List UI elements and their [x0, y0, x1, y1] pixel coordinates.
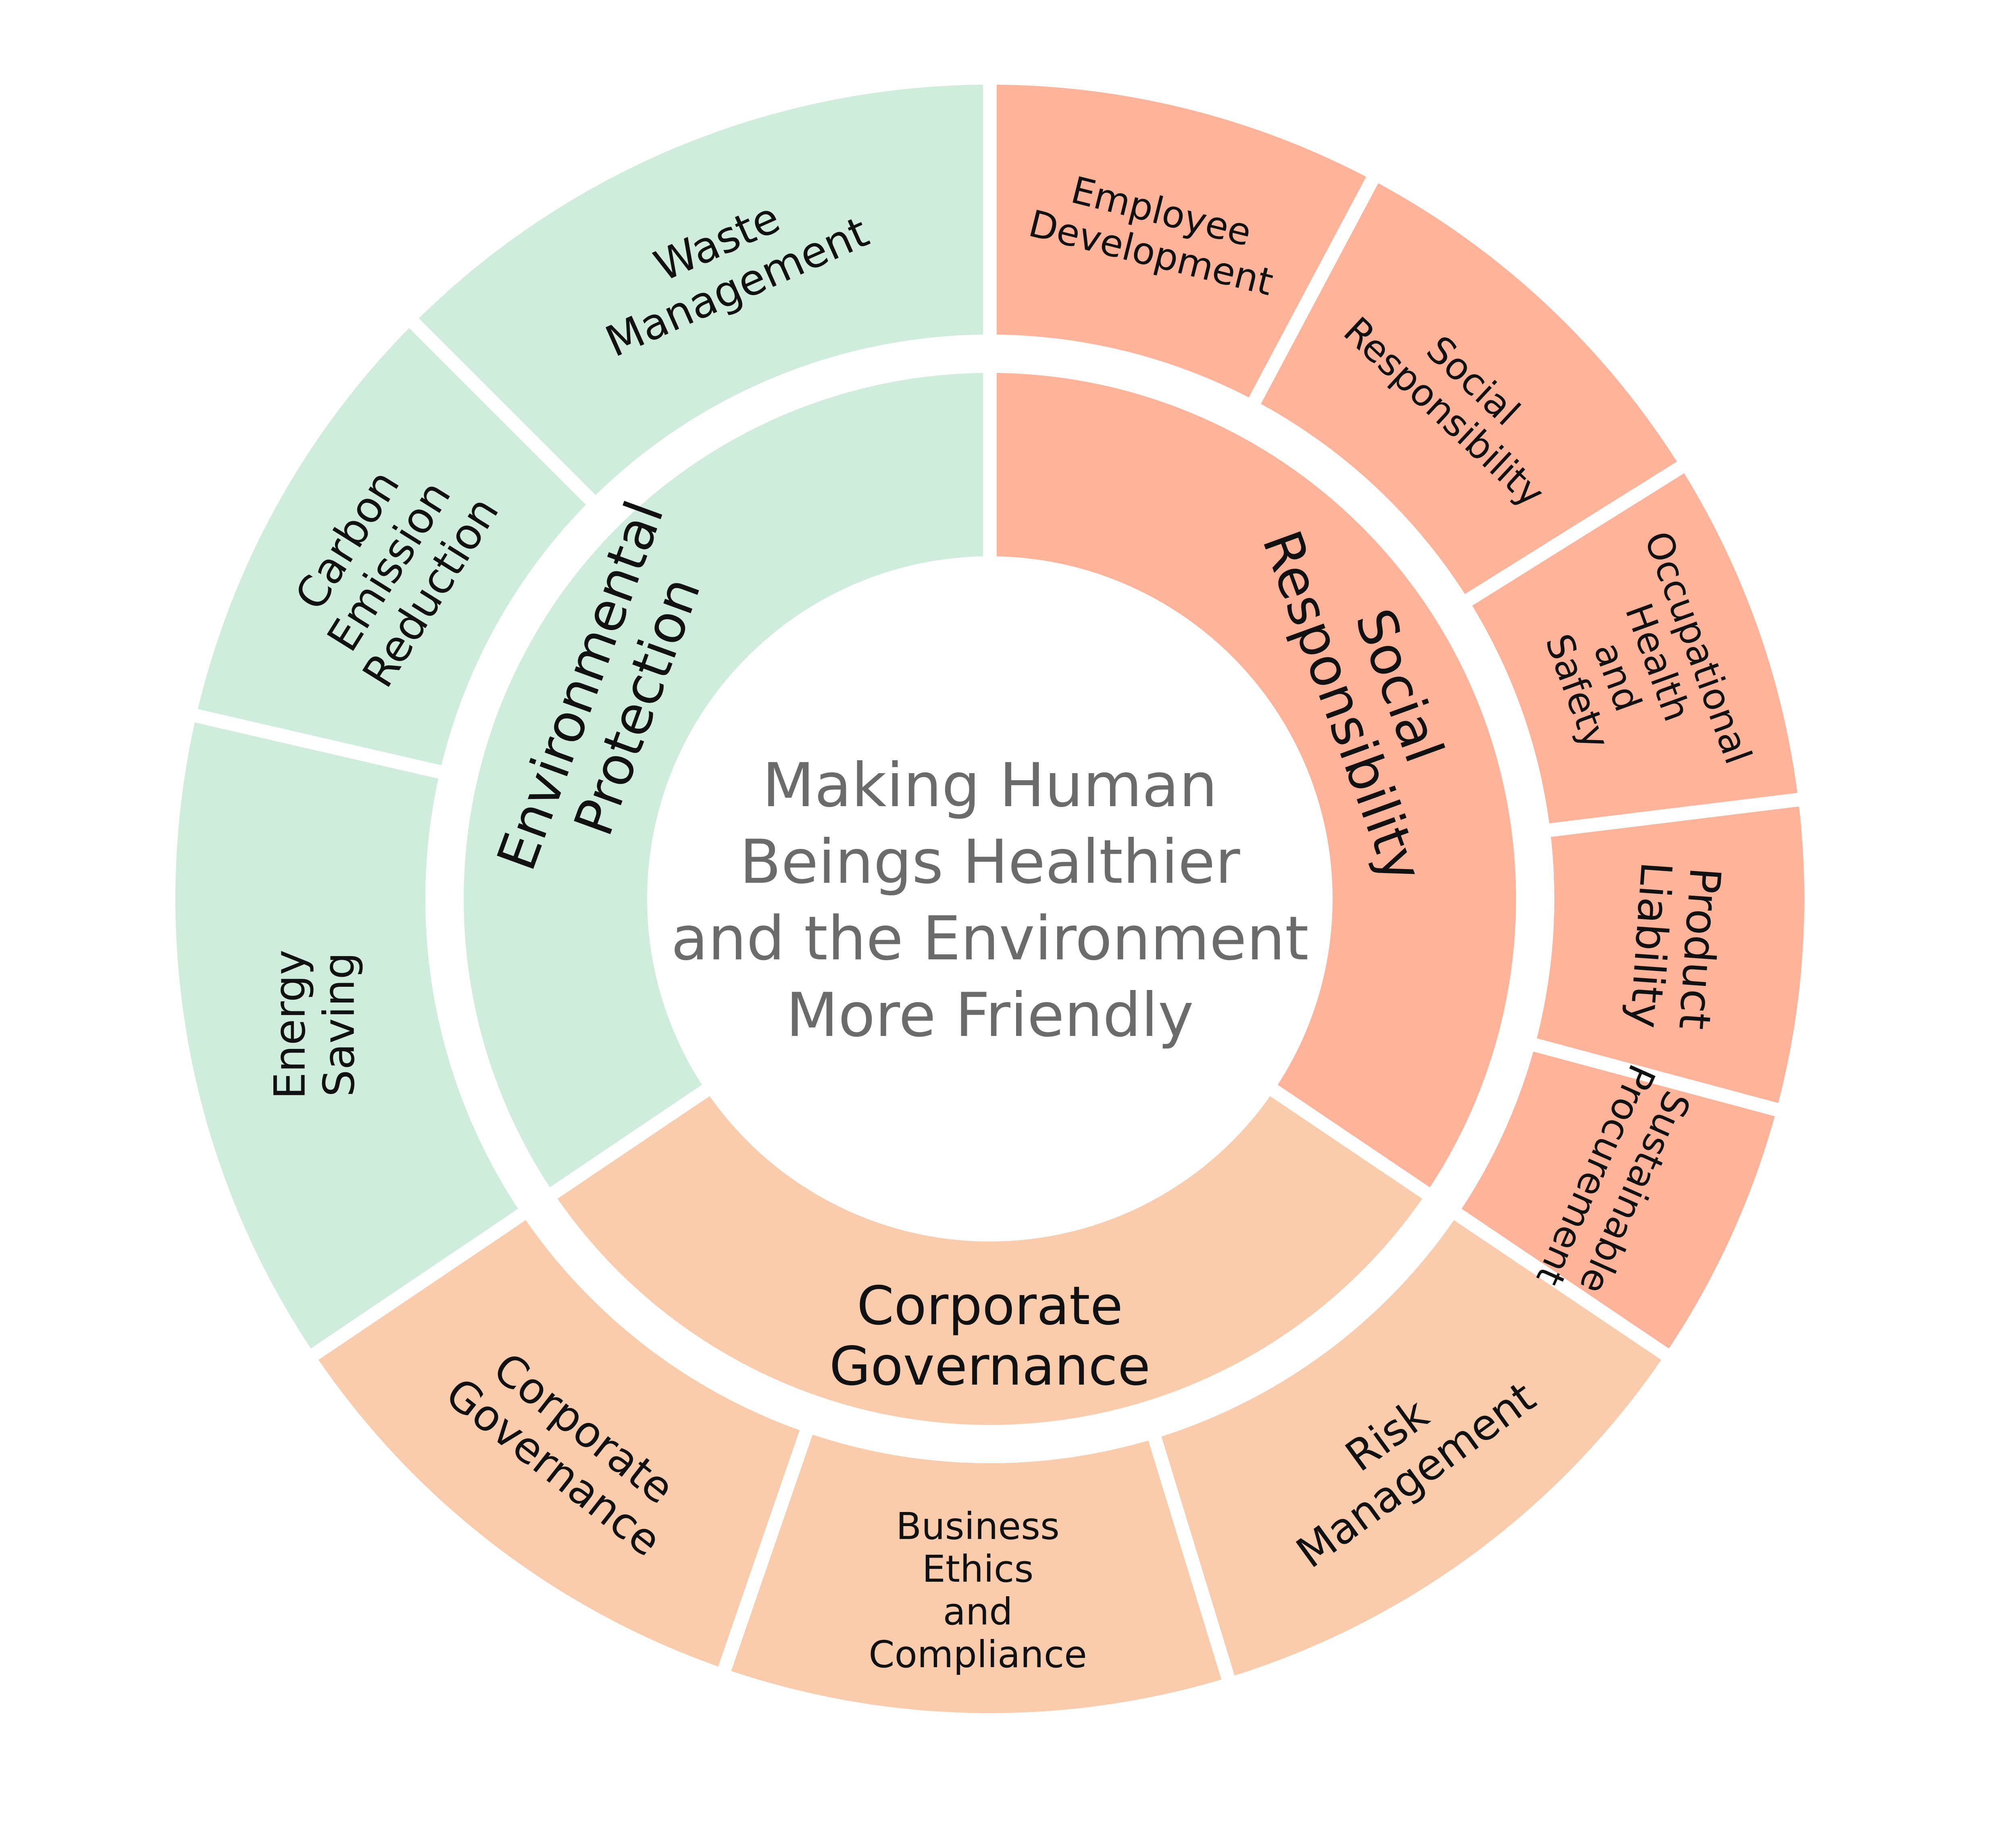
outer-gap-10 [717, 1426, 814, 1675]
outer-segment-governance-2 [314, 1214, 806, 1669]
outer-label-governance-1-line: Compliance [868, 1633, 1087, 1676]
inner-segment-social [990, 373, 1516, 1193]
inner-segment-governance [554, 1090, 1426, 1425]
outer-label-environmental-0-line: Energy [265, 950, 314, 1099]
outer-label-social-3-line: Product [1669, 866, 1730, 1031]
outer-gap-6 [1545, 792, 1803, 838]
outer-segment-governance-1 [725, 1432, 1228, 1714]
outer-ring: EnergySavingCarbonEmissionReductionWaste… [175, 81, 1804, 1714]
inner-gap-1 [1266, 1082, 1433, 1201]
inner-segment-environmental [463, 372, 990, 1193]
outer-gap-4 [1247, 173, 1381, 408]
outer-segment-environmental-0 [175, 715, 522, 1354]
outer-gap-1 [191, 708, 446, 780]
outer-segment-environmental-1 [196, 323, 591, 772]
outer-segment-governance-0 [1155, 1214, 1665, 1678]
outer-label-environmental-0-line: Saving [314, 952, 364, 1097]
outer-gap-0 [307, 1206, 529, 1362]
outer-label-governance-1-line: Business [896, 1505, 1060, 1548]
outer-segment-social-0 [990, 85, 1372, 401]
outer-gap-9 [1147, 1433, 1236, 1684]
outer-label-social-3-line: Liability [1620, 860, 1681, 1030]
outer-segment-social-1 [1255, 180, 1681, 600]
outer-label-social-3: ProductLiability [1620, 860, 1730, 1033]
outer-label-governance-1-line: and [943, 1590, 1013, 1633]
center-statement-line: Beings Healthier [739, 827, 1240, 897]
inner-gap-2 [546, 1082, 713, 1201]
center-statement-line: and the Environment [671, 904, 1309, 974]
outer-gap-8 [1450, 1206, 1672, 1362]
outer-segment-environmental-2 [414, 85, 990, 500]
center-statement-line: More Friendly [786, 980, 1193, 1050]
outer-label-governance-1-line: Ethics [922, 1547, 1034, 1591]
outer-gap-7 [1529, 1037, 1783, 1117]
outer-label-environmental-0: EnergySaving [265, 950, 364, 1099]
inner-label-governance-line: Corporate [857, 1275, 1123, 1337]
inner-label-governance-line: Governance [829, 1335, 1150, 1398]
outer-segment-social-4 [1458, 1045, 1777, 1354]
outer-gap-2 [406, 315, 599, 508]
center-statement-line: Making Human [762, 751, 1218, 821]
outer-segment-social-3 [1535, 799, 1804, 1110]
outer-segment-social-2 [1468, 467, 1798, 830]
outer-gap-5 [1461, 459, 1688, 608]
